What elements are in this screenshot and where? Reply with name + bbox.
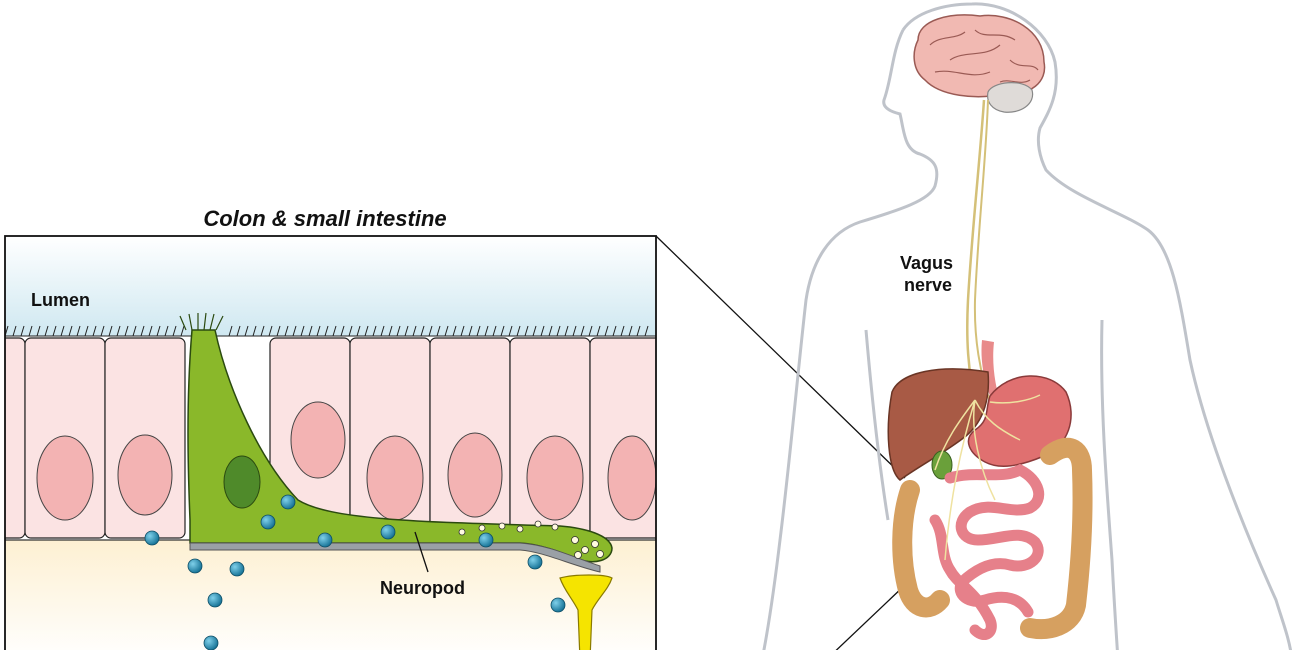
nucleus (447, 432, 503, 518)
neuropod-label: Neuropod (380, 578, 465, 598)
panel-frame (4, 235, 657, 650)
human-body (762, 2, 1293, 650)
granule (317, 532, 333, 548)
granule (187, 558, 203, 574)
nucleus (526, 435, 584, 521)
vagus-nerve (966, 99, 986, 401)
secretory-granules (144, 494, 566, 650)
body-outline (762, 2, 1293, 650)
granule (527, 554, 543, 570)
granule (260, 514, 276, 530)
microvilli-border (5, 325, 656, 337)
vagus-nerve-label-line1: Vagus (900, 253, 953, 273)
right-arm-inner (1100, 319, 1119, 650)
zoom-connector-top (655, 235, 906, 479)
granule (144, 530, 160, 546)
cell-nuclei (36, 401, 656, 521)
panel-title: Colon & small intestine (203, 206, 446, 231)
neuropod-nucleus (223, 455, 261, 509)
vagus-nerve-label-line2: nerve (904, 275, 952, 295)
granule (207, 592, 223, 608)
vagal-nerve-terminal (559, 574, 613, 650)
granule (478, 532, 494, 548)
synaptic-vesicles (458, 520, 604, 559)
magnified-panel (5, 236, 656, 650)
colon (892, 437, 1093, 639)
left-arm-inner (864, 329, 890, 521)
nucleus (290, 401, 346, 479)
submucosa-tissue (5, 540, 656, 650)
granule (380, 524, 396, 540)
lumen-label: Lumen (31, 290, 90, 310)
granule (550, 597, 566, 613)
small-intestine (929, 463, 1045, 640)
brain (913, 14, 1046, 113)
epithelial-cell (5, 337, 26, 539)
granule (280, 494, 296, 510)
granule (229, 561, 245, 577)
nucleus (36, 435, 94, 521)
nucleus (117, 434, 173, 516)
zoom-connector-bottom (835, 584, 906, 650)
nerve-branches (934, 394, 1041, 561)
granule (203, 635, 219, 650)
lumen-area (5, 236, 656, 336)
liver (887, 368, 990, 481)
cerebellum (987, 82, 1034, 113)
nucleus (607, 435, 656, 521)
nucleus (366, 435, 424, 521)
neuropod-leader (414, 531, 429, 573)
